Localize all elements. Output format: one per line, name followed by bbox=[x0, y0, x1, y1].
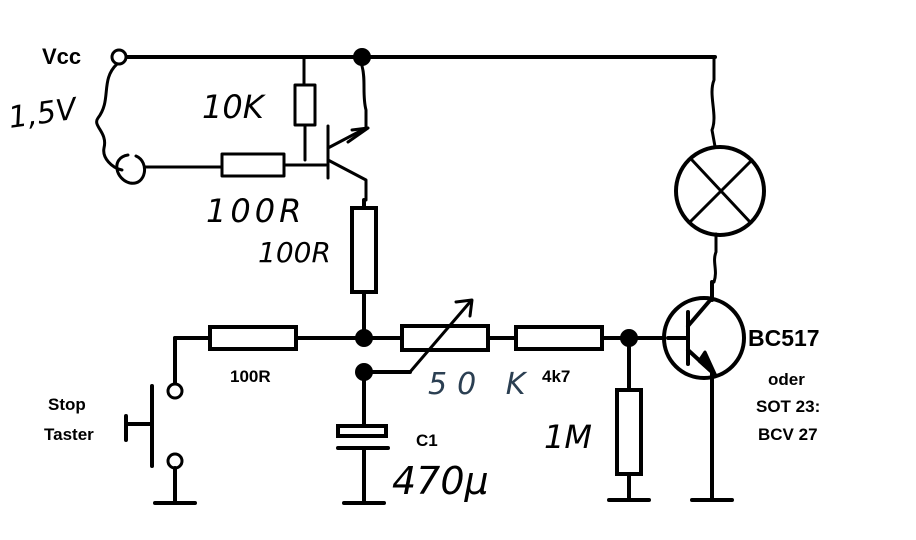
resistor-4k7 bbox=[514, 325, 670, 351]
battery-negative-terminal bbox=[115, 153, 146, 185]
resistor-100r-stop bbox=[208, 325, 298, 351]
label-100r-base: 100R bbox=[206, 192, 305, 230]
driver-transistor bbox=[326, 64, 370, 202]
label-sot23: SOT 23: bbox=[756, 397, 820, 416]
resistor-1m bbox=[607, 336, 651, 502]
label-stop: Stop bbox=[48, 395, 86, 414]
label-bc517: BC517 bbox=[748, 325, 820, 351]
label-c1-value: 470µ bbox=[392, 459, 489, 503]
resistor-10k bbox=[293, 55, 317, 162]
label-50k: 50 K bbox=[428, 367, 535, 402]
label-bcv27: BCV 27 bbox=[758, 425, 818, 444]
label-c1: C1 bbox=[416, 431, 438, 450]
label-taster: Taster bbox=[44, 425, 94, 444]
resistor-100r-base bbox=[220, 152, 328, 178]
label-10k: 10K bbox=[202, 88, 267, 126]
label-vcc: Vcc bbox=[42, 44, 81, 69]
label-battery-voltage: 1,5V bbox=[6, 91, 81, 136]
transistor-bc517 bbox=[662, 280, 746, 502]
junction-center bbox=[355, 329, 373, 347]
stop-pushbutton bbox=[124, 382, 197, 505]
vcc-rail bbox=[110, 48, 717, 66]
vcc-junction bbox=[353, 48, 371, 66]
lamp bbox=[674, 55, 766, 284]
middle-node bbox=[173, 325, 404, 386]
label-4k7: 4k7 bbox=[542, 367, 570, 386]
label-1m: 1M bbox=[544, 418, 592, 456]
battery-lead bbox=[95, 62, 224, 185]
resistor-100r-emitter bbox=[350, 198, 378, 340]
label-100r-stop: 100R bbox=[230, 367, 271, 386]
capacitor-c1 bbox=[336, 370, 390, 505]
label-oder: oder bbox=[768, 370, 805, 389]
label-100r-emitter: 100R bbox=[258, 236, 331, 269]
vcc-terminal bbox=[110, 48, 128, 66]
